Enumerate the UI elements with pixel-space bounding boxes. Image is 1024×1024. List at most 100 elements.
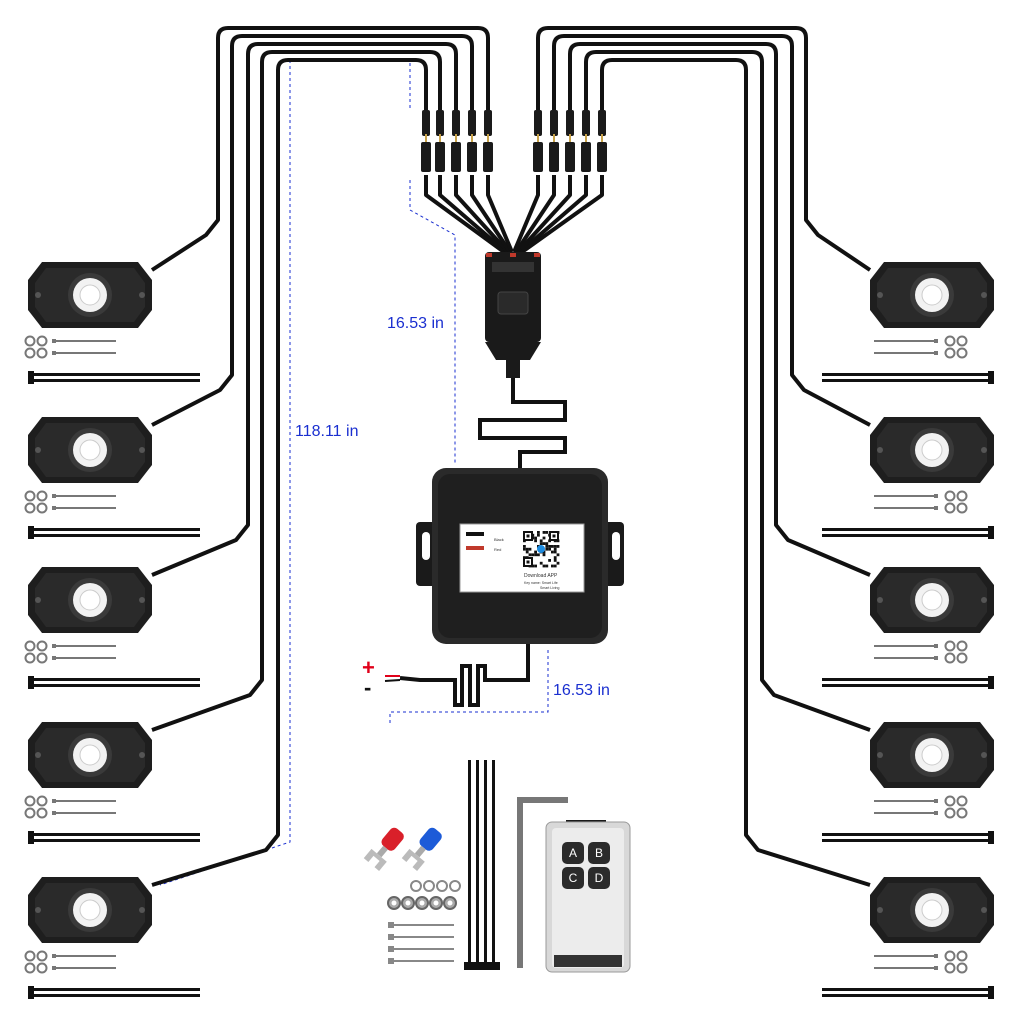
washer [944, 807, 956, 819]
washer [944, 962, 956, 974]
pod-hardware [822, 795, 994, 844]
connector-female [467, 142, 477, 172]
screw [56, 495, 116, 497]
washer [24, 652, 36, 664]
connector-male [534, 110, 542, 136]
pod-hardware [24, 950, 200, 999]
washer [36, 950, 48, 962]
remote-button-label: C [569, 871, 578, 885]
wire-left-1 [150, 26, 490, 272]
connector-male [582, 110, 590, 136]
screw [388, 934, 394, 940]
app-line-1: Key name: Smart Life [524, 581, 558, 585]
screw [52, 351, 56, 355]
screw [934, 351, 938, 355]
screw [388, 958, 394, 964]
wire-left-4 [151, 50, 442, 732]
rock-light-pod [28, 417, 152, 483]
qr-code [522, 530, 560, 568]
pod-hardware [24, 795, 200, 844]
screw [388, 946, 394, 952]
screw [52, 954, 56, 958]
connector-female [565, 142, 575, 172]
remote-button-b [588, 842, 610, 864]
negative-sign: - [364, 675, 371, 700]
fan-wire [424, 175, 506, 254]
rock-light-pod [870, 262, 994, 328]
zip-tie [28, 526, 34, 539]
screw [394, 948, 454, 950]
zip-tie [822, 994, 994, 997]
pod-hardware [24, 640, 200, 689]
zip-tie [822, 534, 994, 537]
washer [24, 962, 36, 974]
screw [874, 645, 934, 647]
screw [52, 656, 56, 660]
screw [874, 955, 934, 957]
screw [56, 340, 116, 342]
screw [934, 656, 938, 660]
screw [934, 966, 938, 970]
connector-female [483, 142, 493, 172]
connector-female [451, 142, 461, 172]
negative-wire [384, 679, 401, 682]
connectors-group [421, 110, 607, 172]
screw [52, 811, 56, 815]
screw [52, 506, 56, 510]
connector-female [421, 142, 431, 172]
washer [449, 880, 461, 892]
fan-wire [486, 175, 514, 253]
connector-pin [425, 134, 427, 142]
washer [24, 335, 36, 347]
extension-length-label: 118.11 in [295, 423, 358, 440]
screw [934, 339, 938, 343]
connector-pin [471, 134, 473, 142]
washer [24, 640, 36, 652]
washer [944, 950, 956, 962]
pod-hardware [24, 335, 200, 384]
remote-button-d [588, 867, 610, 889]
fan-wire [518, 175, 588, 254]
rock-light-pod [28, 567, 152, 633]
washer [24, 502, 36, 514]
zip-tie [988, 831, 994, 844]
zip-tie [28, 986, 34, 999]
screw [934, 954, 938, 958]
washer [36, 962, 48, 974]
washer [36, 640, 48, 652]
screw [874, 812, 934, 814]
washer [36, 347, 48, 359]
zip-tie [822, 379, 994, 382]
connector-male [452, 110, 460, 136]
screw [874, 340, 934, 342]
zip-tie [28, 994, 200, 997]
screw [56, 657, 116, 659]
zip-tie [822, 684, 994, 687]
connector-pin [455, 134, 457, 142]
zip-tie [28, 676, 34, 689]
washer [36, 502, 48, 514]
screw [56, 800, 116, 802]
rock-light-pod [870, 417, 994, 483]
zip-tie [822, 988, 994, 991]
screw [56, 352, 116, 354]
washer [956, 950, 968, 962]
screw [56, 645, 116, 647]
connector-male [422, 110, 430, 136]
screw [934, 799, 938, 803]
wire-right-5 [600, 58, 871, 887]
washer [944, 795, 956, 807]
connector-female [581, 142, 591, 172]
zip-tie-bundle [464, 760, 500, 970]
control-box-icon: Black Red Download APP Key name: Smart L… [416, 468, 624, 644]
screw [52, 339, 56, 343]
screw [56, 812, 116, 814]
zip-tie [28, 371, 34, 384]
connector-pin [537, 134, 539, 142]
harness-hub [485, 252, 541, 378]
zip-tie [28, 373, 200, 376]
screw [52, 799, 56, 803]
wire-right-2 [552, 34, 871, 427]
washer [423, 880, 435, 892]
screw [874, 800, 934, 802]
